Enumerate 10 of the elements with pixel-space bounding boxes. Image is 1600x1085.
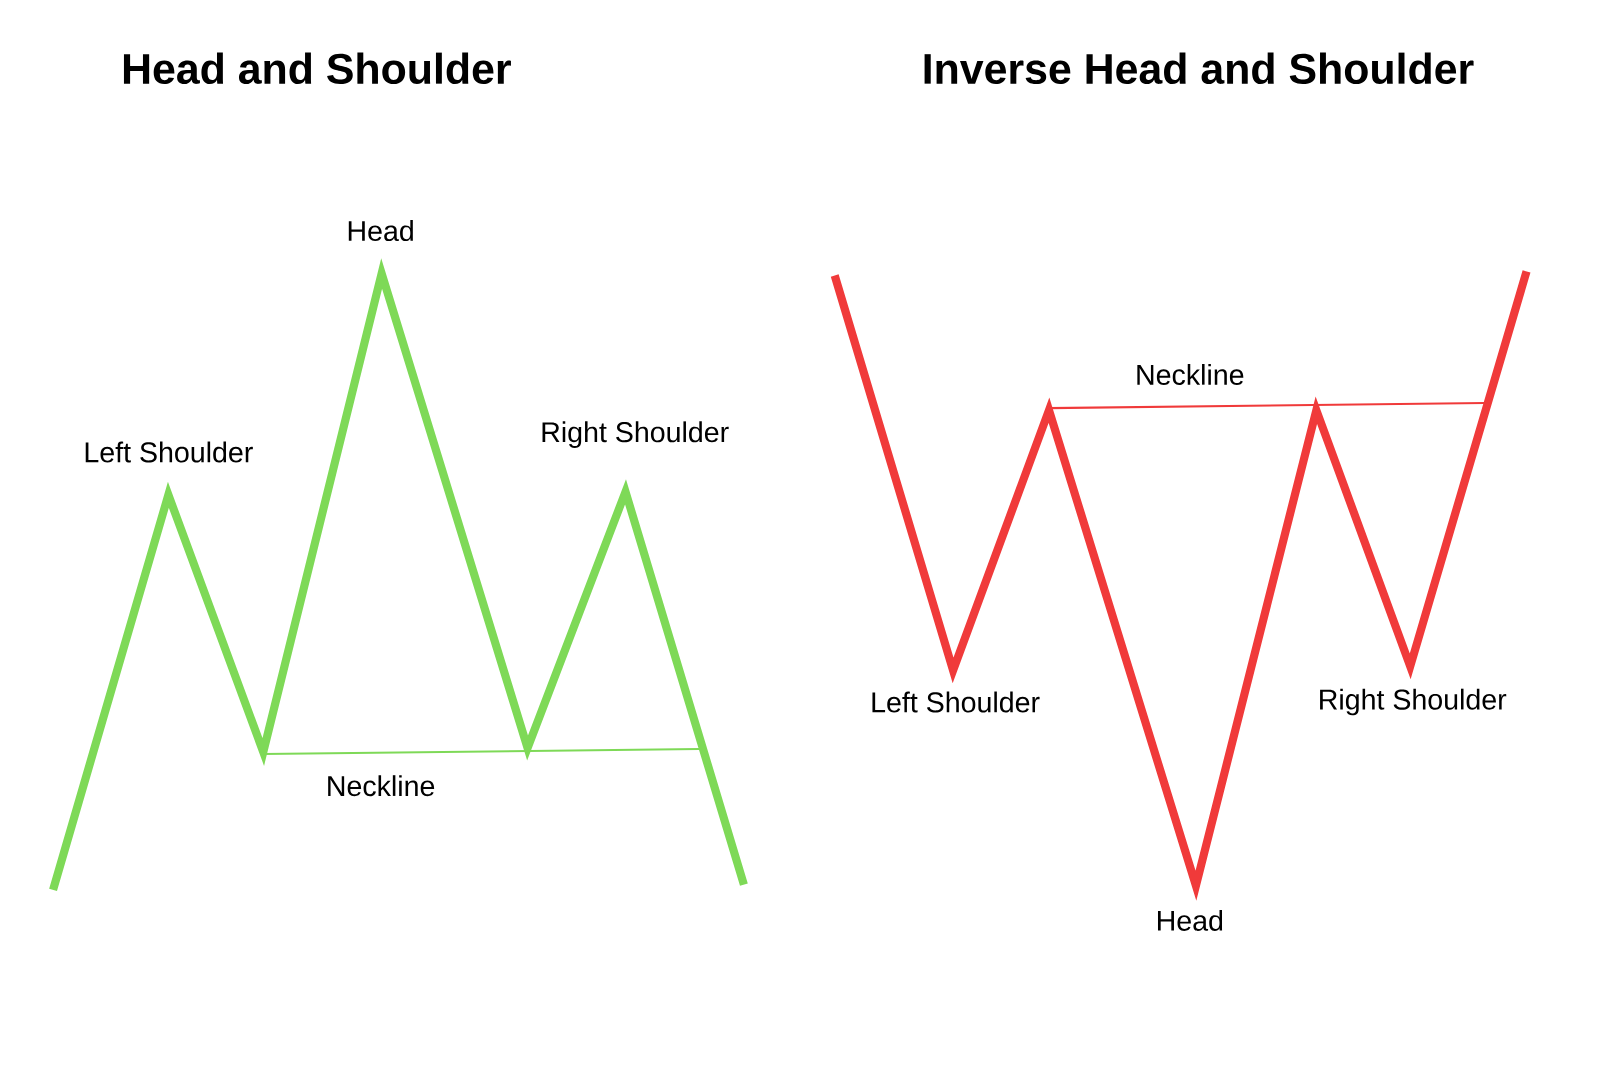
point-label: Neckline — [328, 775, 435, 797]
point-label: Right Shoulder — [542, 421, 729, 449]
point-label: Head — [348, 220, 413, 242]
point-label: Right Shoulder — [1320, 688, 1507, 716]
point-label: Head — [1158, 910, 1223, 932]
point-label: Left Shoulder — [872, 691, 1040, 713]
chart-title: Head and Shoulder — [123, 52, 511, 85]
point-label: Neckline — [1137, 364, 1244, 386]
chart-title: Inverse Head and Shoulder — [924, 52, 1474, 85]
point-label: Left Shoulder — [85, 441, 253, 463]
